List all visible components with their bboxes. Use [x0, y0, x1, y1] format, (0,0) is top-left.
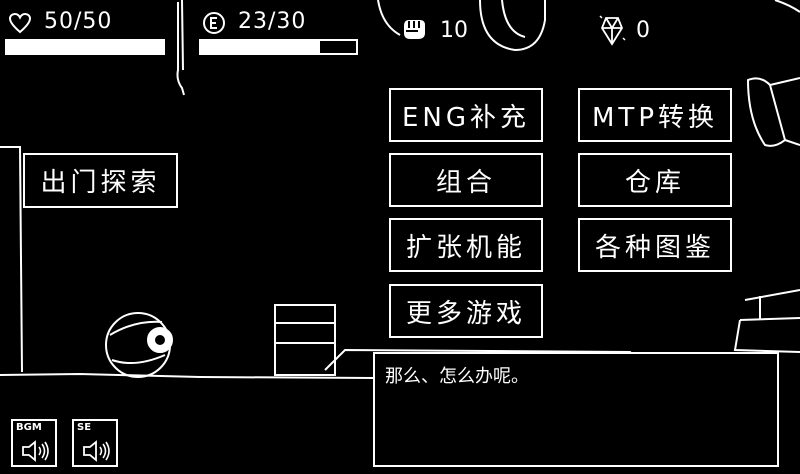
warehouse-button[interactable]: 仓库	[578, 153, 732, 207]
heart-icon	[8, 12, 32, 34]
hp-bar-fill	[7, 41, 163, 53]
mtp-convert-label: MTP转换	[592, 102, 718, 133]
dialog-box[interactable]: 那么、怎么办呢。	[373, 352, 779, 467]
fist-count: 10	[440, 18, 468, 43]
combine-button[interactable]: 组合	[389, 153, 543, 207]
explore-button-label: 出门探索	[40, 168, 161, 198]
crystal-icon	[599, 15, 626, 46]
more-games-label: 更多游戏	[405, 298, 526, 329]
energy-icon	[203, 12, 225, 34]
speaker-icon	[83, 440, 110, 462]
bgm-toggle-button[interactable]: BGM	[11, 419, 57, 467]
speaker-icon	[22, 440, 49, 462]
expand-function-button[interactable]: 扩张机能	[389, 218, 543, 272]
eng-bar	[199, 39, 358, 55]
crystal-count: 0	[636, 18, 650, 43]
eng-bar-fill	[201, 41, 320, 53]
fist-icon	[404, 20, 425, 39]
hp-text: 50/50	[44, 9, 113, 34]
expand-function-label: 扩张机能	[405, 232, 526, 263]
mtp-convert-button[interactable]: MTP转换	[578, 88, 732, 142]
eng-supply-button[interactable]: ENG补充	[389, 88, 543, 142]
encyclopedia-label: 各种图鉴	[594, 232, 715, 263]
se-toggle-button[interactable]: SE	[72, 419, 118, 467]
explore-button[interactable]: 出门探索	[23, 153, 178, 208]
eng-supply-label: ENG补充	[401, 102, 531, 133]
more-games-button[interactable]: 更多游戏	[389, 284, 543, 338]
dialog-text: 那么、怎么办呢。	[385, 366, 529, 387]
se-label: SE	[77, 422, 92, 433]
bgm-label: BGM	[16, 422, 42, 433]
combine-label: 组合	[435, 167, 496, 198]
encyclopedia-button[interactable]: 各种图鉴	[578, 218, 732, 272]
hp-bar	[5, 39, 165, 55]
eng-text: 23/30	[238, 9, 307, 34]
warehouse-label: 仓库	[624, 167, 685, 198]
